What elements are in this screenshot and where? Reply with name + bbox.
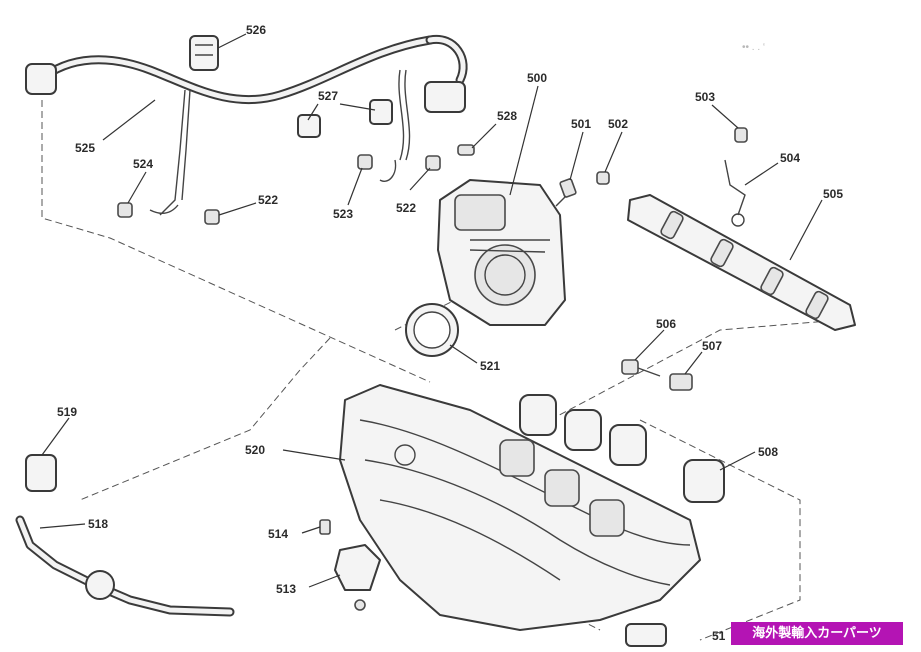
callout-523: 523 [333, 207, 353, 221]
partial-part-bottom-right [625, 623, 667, 647]
callout-527: 527 [318, 89, 338, 103]
callout-514: 514 [268, 527, 288, 541]
corner-marks: •• . . ‘ [742, 42, 765, 53]
callout-528: 528 [497, 109, 517, 123]
o-ring [354, 599, 366, 611]
throttle-body-500 [437, 179, 566, 326]
bolt-501 [555, 178, 577, 207]
gasket-521 [405, 303, 459, 357]
intake-manifold-520 [339, 384, 701, 631]
bolt-506 [621, 359, 661, 377]
callout-506: 506 [656, 317, 676, 331]
callout-51x: 51 [712, 629, 726, 643]
vacuum-hose-assembly-525 [25, 34, 468, 216]
callout-508: 508 [758, 445, 778, 459]
callout-513: 513 [276, 582, 296, 596]
clip-526 [189, 35, 219, 71]
clip-507 [669, 373, 693, 391]
leader-lines [39, 33, 823, 588]
callout-502: 502 [608, 117, 628, 131]
callout-520: 520 [245, 443, 265, 457]
callout-500: 500 [527, 71, 547, 85]
bolt-503 [734, 127, 748, 143]
callout-505: 505 [823, 187, 843, 201]
bolt-514 [319, 519, 331, 535]
intake-gaskets-508 [519, 394, 725, 503]
callout-507: 507 [702, 339, 722, 353]
nut-502 [596, 171, 610, 185]
clips-527 [297, 99, 393, 138]
callout-503: 503 [695, 90, 715, 104]
callout-526: 526 [246, 23, 266, 37]
watermark-label: 海外製輸入カーパーツ [731, 622, 903, 645]
callout-525: 525 [75, 141, 95, 155]
callout-501: 501 [571, 117, 591, 131]
fuel-rail-505 [627, 194, 856, 331]
callout-labels: 526 525 524 522 527 523 522 528 500 501 … [57, 23, 843, 643]
sensor-harness-504 [724, 159, 746, 227]
pcv-hose-518 [15, 515, 235, 617]
small-fittings [117, 144, 475, 225]
callout-521: 521 [480, 359, 500, 373]
callout-519: 519 [57, 405, 77, 419]
sensor-513 [334, 544, 381, 591]
pcv-valve-519 [25, 454, 57, 492]
callout-522-left: 522 [258, 193, 278, 207]
callout-504: 504 [780, 151, 800, 165]
callout-524: 524 [133, 157, 153, 171]
callout-518: 518 [88, 517, 108, 531]
callout-522-right: 522 [396, 201, 416, 215]
